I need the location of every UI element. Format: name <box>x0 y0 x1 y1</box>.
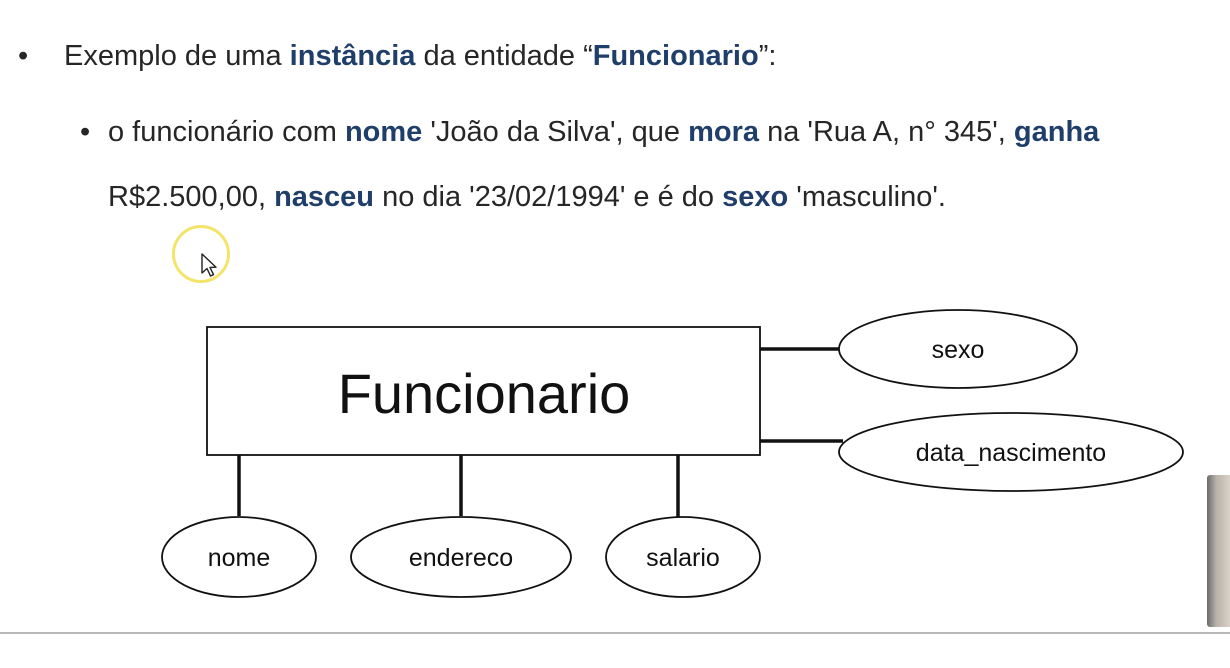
mouse-pointer-icon <box>201 253 217 277</box>
attribute-sexo-ellipse <box>838 309 1078 389</box>
text-segment: no dia '23/02/1994' e é do <box>374 181 723 213</box>
text-segment: ”: <box>758 40 777 72</box>
attribute-salario-label: salario <box>646 544 720 572</box>
keyword-nome: nome <box>344 116 423 148</box>
attribute-endereco-label: endereco <box>409 544 513 572</box>
keyword-nasceu: nasceu <box>274 181 375 213</box>
keyword-sexo: sexo <box>722 181 789 213</box>
attribute-data-nascimento-label: data_nascimento <box>916 439 1106 467</box>
bullet-icon: • <box>18 40 29 72</box>
attribute-endereco-ellipse <box>350 516 572 598</box>
attribute-nome-label: nome <box>208 544 271 572</box>
keyword-mora: mora <box>688 116 760 148</box>
keyword-funcionario: Funcionario <box>592 40 759 72</box>
attribute-sexo-label: sexo <box>932 336 985 364</box>
keyword-ganha: ganha <box>1013 116 1100 148</box>
attribute-salario-ellipse <box>605 516 761 598</box>
text-segment: 'masculino'. <box>788 181 946 213</box>
text-segment: o funcionário com <box>108 116 345 148</box>
example-line-1: o funcionário com nome 'João da Silva', … <box>108 114 1099 150</box>
slide-divider <box>0 632 1230 634</box>
entity-box <box>206 326 761 456</box>
attribute-data-nascimento-ellipse <box>838 412 1184 492</box>
attribute-nome-ellipse <box>161 516 317 598</box>
example-heading: Exemplo de uma instância da entidade “Fu… <box>64 38 776 74</box>
webcam-thumbnail <box>1207 475 1230 627</box>
text-segment: 'João da Silva', que <box>422 116 689 148</box>
example-line-2: R$2.500,00, nasceu no dia '23/02/1994' e… <box>108 179 946 215</box>
text-segment: na 'Rua A, n° 345', <box>759 116 1014 148</box>
keyword-instancia: instância <box>289 40 416 72</box>
cursor-highlight-ring <box>172 225 230 283</box>
entity-label: Funcionario <box>338 362 631 425</box>
sub-bullet-icon: • <box>80 116 91 148</box>
text-segment: Exemplo de uma <box>64 40 290 72</box>
text-segment: R$2.500,00, <box>108 181 275 213</box>
text-segment: da entidade “ <box>415 40 593 72</box>
